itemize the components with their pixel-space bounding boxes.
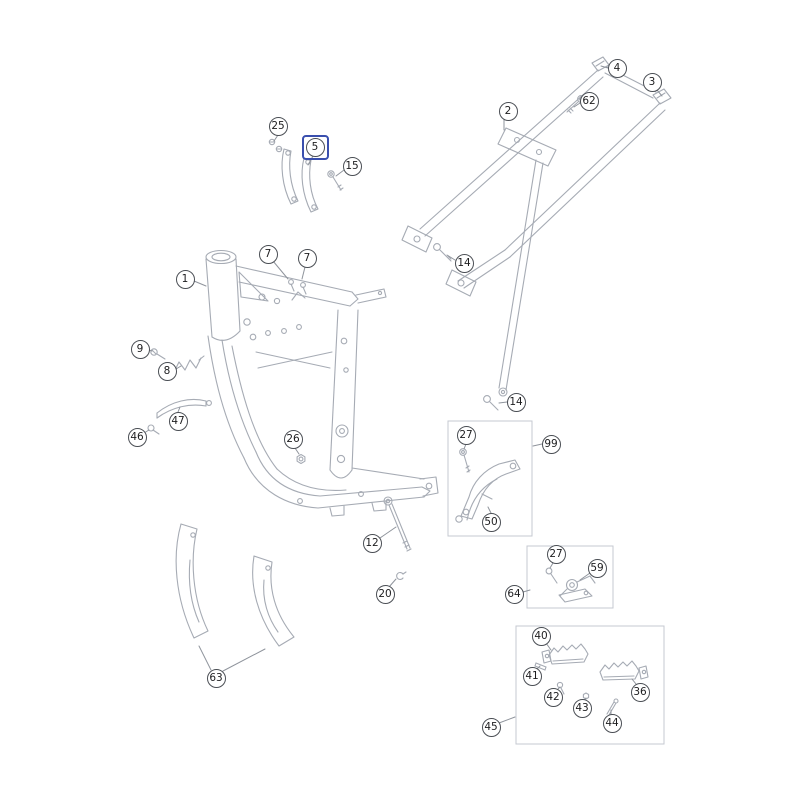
callout-59[interactable]: 59 [587,558,607,578]
diagram-art [147,56,672,716]
assembly-box-footpeg-bracket [447,420,533,537]
callout-5[interactable]: 5 [305,137,325,157]
callout-36[interactable]: 36 [630,682,650,702]
callout-12[interactable]: 12 [362,533,382,553]
callout-8[interactable]: 8 [157,361,177,381]
frame-guards-art [175,523,295,647]
callout-9[interactable]: 9 [130,339,150,359]
callout-20[interactable]: 20 [375,584,395,604]
callout-42[interactable]: 42 [543,687,563,707]
callout-25[interactable]: 25 [268,116,288,136]
callout-7[interactable]: 7 [297,248,317,268]
callout-47[interactable]: 47 [168,411,188,431]
main-frame-art [205,249,439,517]
callout-43[interactable]: 43 [572,698,592,718]
callout-44[interactable]: 44 [602,713,622,733]
bracket-art [268,138,344,213]
callout-62[interactable]: 62 [579,91,599,111]
callout-14[interactable]: 14 [454,253,474,273]
callout-7[interactable]: 7 [258,244,278,264]
box1-contents-art [455,448,521,523]
callout-4[interactable]: 4 [607,58,627,78]
assembly-box-spring-kit [526,545,614,609]
callout-1[interactable]: 1 [175,269,195,289]
hardware-art [147,348,412,581]
callout-45[interactable]: 45 [481,717,501,737]
callout-27[interactable]: 27 [456,425,476,445]
callout-50[interactable]: 50 [481,512,501,532]
callout-40[interactable]: 40 [531,626,551,646]
assembly-box-footpegs [515,625,665,745]
callout-14[interactable]: 14 [506,392,526,412]
callout-63[interactable]: 63 [206,668,226,688]
callout-26[interactable]: 26 [283,429,303,449]
assembly-boxes [447,420,665,745]
callout-15[interactable]: 15 [342,156,362,176]
box2-contents-art [545,567,596,603]
callout-64[interactable]: 64 [504,584,524,604]
callout-27[interactable]: 27 [546,544,566,564]
subframe-art [401,56,672,411]
callout-99[interactable]: 99 [541,434,561,454]
callout-41[interactable]: 41 [522,666,542,686]
callout-3[interactable]: 3 [642,72,662,92]
callout-46[interactable]: 46 [127,427,147,447]
callout-2[interactable]: 2 [498,101,518,121]
